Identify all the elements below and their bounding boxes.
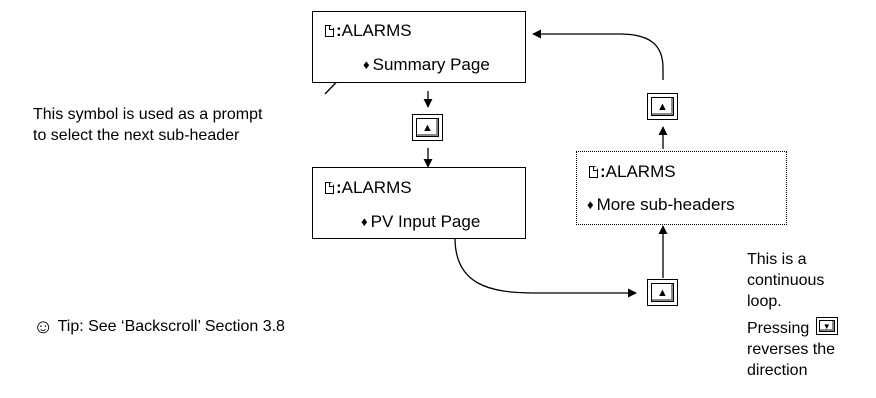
pv-input-page-box: :ALARMS ♦PV Input Page <box>312 167 526 239</box>
up-arrow-key-right[interactable]: ▲ <box>647 93 678 120</box>
tip-text: Tip: See ‘Backscroll’ Section 3.8 <box>57 318 285 335</box>
up-down-arrow-icon: ♦ <box>361 214 368 229</box>
reverses-line1: reverses the <box>747 341 836 358</box>
arrow-right-key-to-summary <box>532 29 664 80</box>
summary-page-box: :ALARMS ♦Summary Page <box>312 11 526 83</box>
page-icon <box>325 25 334 37</box>
up-down-arrow-icon: ♦ <box>363 57 370 72</box>
prompt-callout-line1: This symbol is used as a prompt <box>33 106 263 123</box>
more-box-subheader: More sub-headers <box>596 195 735 214</box>
pressing-label: Pressing <box>747 320 810 337</box>
loop-callout-line3: loop. <box>747 293 782 310</box>
prompt-callout-line2: to select the next sub-header <box>33 127 240 144</box>
colon: : <box>336 21 342 40</box>
arrow-pv-input-to-bottom-key <box>454 237 637 298</box>
page-icon <box>325 182 334 194</box>
loop-callout-line1: This is a <box>747 251 807 268</box>
smiley-icon: ☺ <box>33 316 54 338</box>
pv-input-box-title: ALARMS <box>341 178 412 197</box>
more-sub-headers-box: :ALARMS ♦More sub-headers <box>576 151 787 225</box>
pv-input-box-subheader: PV Input Page <box>370 212 481 231</box>
colon: : <box>600 162 606 181</box>
more-box-title: ALARMS <box>605 162 676 181</box>
colon: : <box>336 178 342 197</box>
up-arrow-key-icon: ▲ <box>651 283 674 302</box>
up-arrow-key-bottom[interactable]: ▲ <box>647 279 678 306</box>
loop-callout: This is a continuous loop. Pressing ▼ re… <box>747 249 838 381</box>
down-arrow-key[interactable]: ▼ <box>815 317 838 335</box>
loop-callout-line2: continuous <box>747 272 825 289</box>
up-arrow-key-center[interactable]: ▲ <box>412 114 443 141</box>
up-down-arrow-icon: ♦ <box>587 197 594 212</box>
summary-box-title: ALARMS <box>341 21 412 40</box>
up-arrow-key-icon: ▲ <box>416 118 439 137</box>
down-arrow-key-icon: ▼ <box>818 320 835 332</box>
prompt-callout: This symbol is used as a prompt to selec… <box>33 104 262 146</box>
reverses-line2: direction <box>747 362 808 379</box>
up-arrow-key-icon: ▲ <box>651 97 674 116</box>
tip-note: ☺ Tip: See ‘Backscroll’ Section 3.8 <box>33 315 285 338</box>
summary-box-subheader: Summary Page <box>372 55 490 74</box>
page-icon <box>589 166 598 178</box>
